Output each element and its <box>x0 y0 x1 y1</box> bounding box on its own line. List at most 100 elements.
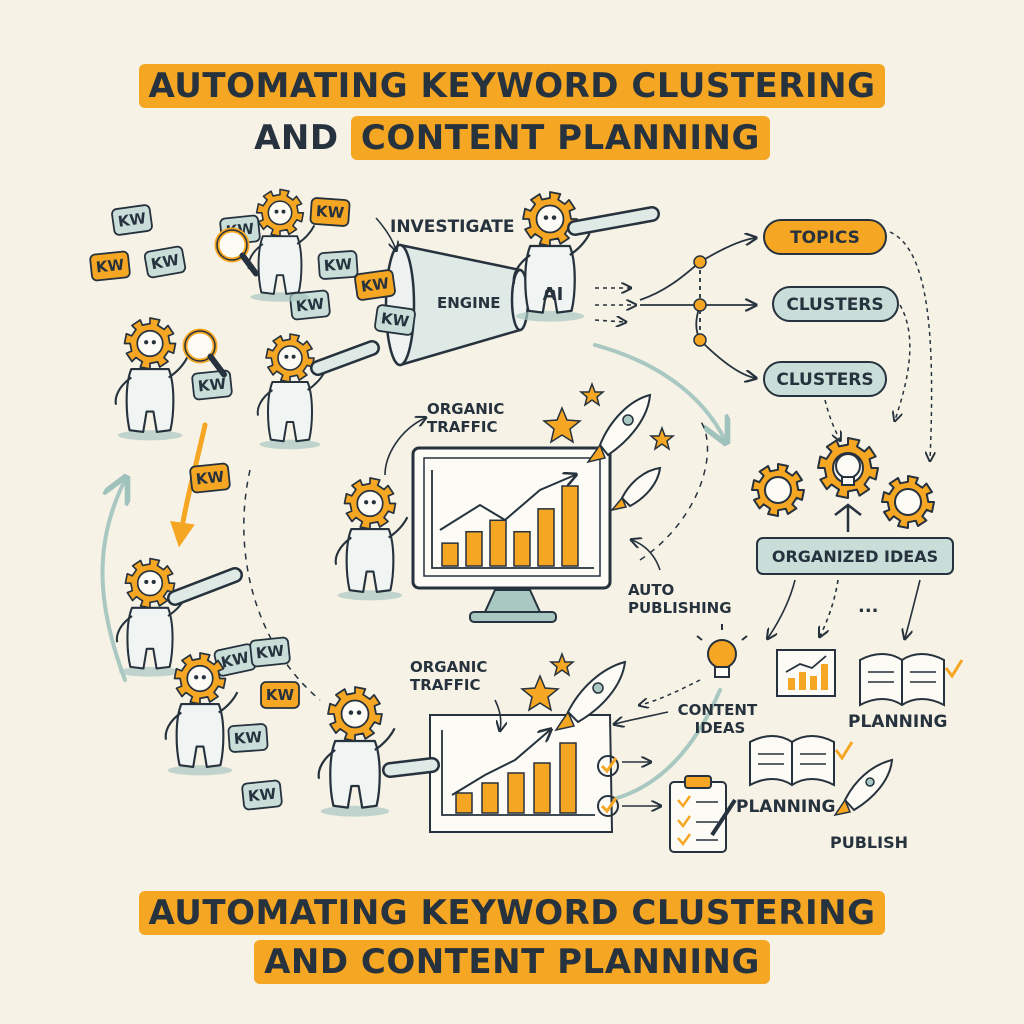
star-icon <box>578 381 606 407</box>
gear-icon <box>124 557 176 609</box>
character-telescope-2 <box>115 557 187 677</box>
flow-arrow-left <box>100 480 126 682</box>
kw-label: KW <box>233 728 263 748</box>
chart-bar <box>489 519 507 567</box>
bar-chart-icon <box>776 649 836 697</box>
kw-tag: KW <box>89 250 131 282</box>
kw-label: KW <box>315 202 345 222</box>
content-ideas-arrow <box>615 711 669 724</box>
planning-label-1: PLANNING <box>848 712 947 732</box>
rocket-icon <box>833 758 894 817</box>
checkmark-icon <box>600 757 618 774</box>
chart-bar <box>559 742 577 814</box>
auto-publishing-arrow <box>632 540 661 571</box>
character-ai <box>512 191 591 322</box>
kw-label: KW <box>117 209 148 231</box>
kw-label: KW <box>380 309 411 331</box>
chart-bar <box>533 762 551 814</box>
kw-tag: KW <box>309 197 351 227</box>
lightbulb-icon <box>835 453 861 486</box>
character-magnifier <box>247 188 316 302</box>
chart-bar <box>513 530 531 567</box>
kw-tag: KW <box>143 245 187 279</box>
gear-team <box>751 437 935 532</box>
kw-label: KW <box>197 375 227 396</box>
ideas-arrow-1 <box>768 579 796 638</box>
star-icon <box>648 425 676 451</box>
chart-bar <box>507 772 525 814</box>
title-bottom-line-2-text: AND CONTENT PLANNING <box>254 940 770 984</box>
planning-label-2: PLANNING <box>736 797 835 817</box>
ai-arrow-3 <box>594 320 625 322</box>
star-icon <box>520 674 560 712</box>
chart-bar <box>441 542 459 567</box>
organic-traffic-arrow-2 <box>494 699 501 730</box>
title-top-line-2: AND CONTENT PLANNING <box>0 116 1024 160</box>
character-telescope <box>256 333 327 450</box>
gear-icon <box>255 188 305 237</box>
chart-bar <box>537 508 555 567</box>
bottom-trend-line <box>451 730 550 796</box>
gear-icon <box>265 333 315 383</box>
organic-traffic-label-1: ORGANIC TRAFFIC <box>427 400 510 436</box>
kw-label: KW <box>255 642 285 663</box>
telescope-icon <box>310 340 380 376</box>
branch-node-3 <box>693 333 707 347</box>
clusters-label-2: CLUSTERS <box>776 370 873 390</box>
topics-pill: TOPICS <box>763 219 887 255</box>
title-bottom-line-1-text: AUTOMATING KEYWORD CLUSTERING <box>138 891 886 935</box>
gear-icon <box>327 686 383 742</box>
characters: AI <box>114 188 660 817</box>
telescope-icon <box>167 567 243 606</box>
label-line: PUBLISHING <box>628 599 732 617</box>
ideas-arrow-2 <box>820 579 839 636</box>
ai-label: AI <box>543 284 564 305</box>
publish-label: PUBLISH <box>830 833 908 852</box>
kw-label: KW <box>247 785 277 806</box>
kw-label: KW <box>360 274 391 296</box>
book-icon <box>749 735 854 787</box>
gear-icon <box>173 652 227 705</box>
kw-tag: KW <box>317 250 359 280</box>
rocket-icon <box>554 660 627 732</box>
flow-arrow-orange <box>170 422 208 548</box>
star-icon <box>548 651 576 677</box>
branch-node-2 <box>693 298 707 312</box>
title-top-line-1-text: AUTOMATING KEYWORD CLUSTERING <box>138 64 886 108</box>
auto-publishing-label: AUTO PUBLISHING <box>628 581 732 617</box>
content-ideas-label: CONTENT IDEAS <box>678 701 763 737</box>
clipboard-icon <box>669 775 737 853</box>
flow-arrow-top <box>593 343 725 440</box>
title-bottom-line-1: AUTOMATING KEYWORD CLUSTERING <box>0 891 1024 935</box>
kw-tag: KW <box>260 681 300 709</box>
title-top-line-2-plain: AND <box>254 118 351 158</box>
checkbox-list <box>597 755 660 817</box>
magnifier-icon <box>214 227 259 277</box>
kw-label: KW <box>266 686 295 704</box>
investigate-label: INVESTIGATE <box>390 217 515 237</box>
organic-traffic-arrow-1 <box>384 418 425 476</box>
kw-tag: KW <box>227 723 269 753</box>
star-icon <box>542 406 582 444</box>
clusters-pill-1: CLUSTERS <box>772 286 899 322</box>
dashed-loop-2 <box>639 419 709 561</box>
gear-icon <box>123 317 177 370</box>
label-line: TRAFFIC <box>427 418 497 436</box>
monitor-icon <box>411 446 612 623</box>
kw-label: KW <box>195 468 225 489</box>
engine-funnel: ENGINE <box>384 243 530 367</box>
kw-label: KW <box>323 255 353 275</box>
chart-bar <box>465 530 483 567</box>
character-pointer <box>317 686 396 817</box>
topics-down-arrow <box>889 231 932 460</box>
monitor-trend-line <box>439 475 575 531</box>
character-magnifier-2 <box>114 317 189 441</box>
ideas-arrow-3 <box>905 579 921 638</box>
book-icon <box>859 653 964 707</box>
title-bottom-line-2: AND CONTENT PLANNING <box>0 940 1024 984</box>
content-ideas-dashed-arrow <box>640 679 701 705</box>
kw-tag: KW <box>249 636 291 668</box>
title-top-line-2-highlight: CONTENT PLANNING <box>350 116 770 160</box>
label-line: TRAFFIC <box>410 676 480 694</box>
organized-ideas-label: ORGANIZED IDEAS <box>772 547 938 566</box>
